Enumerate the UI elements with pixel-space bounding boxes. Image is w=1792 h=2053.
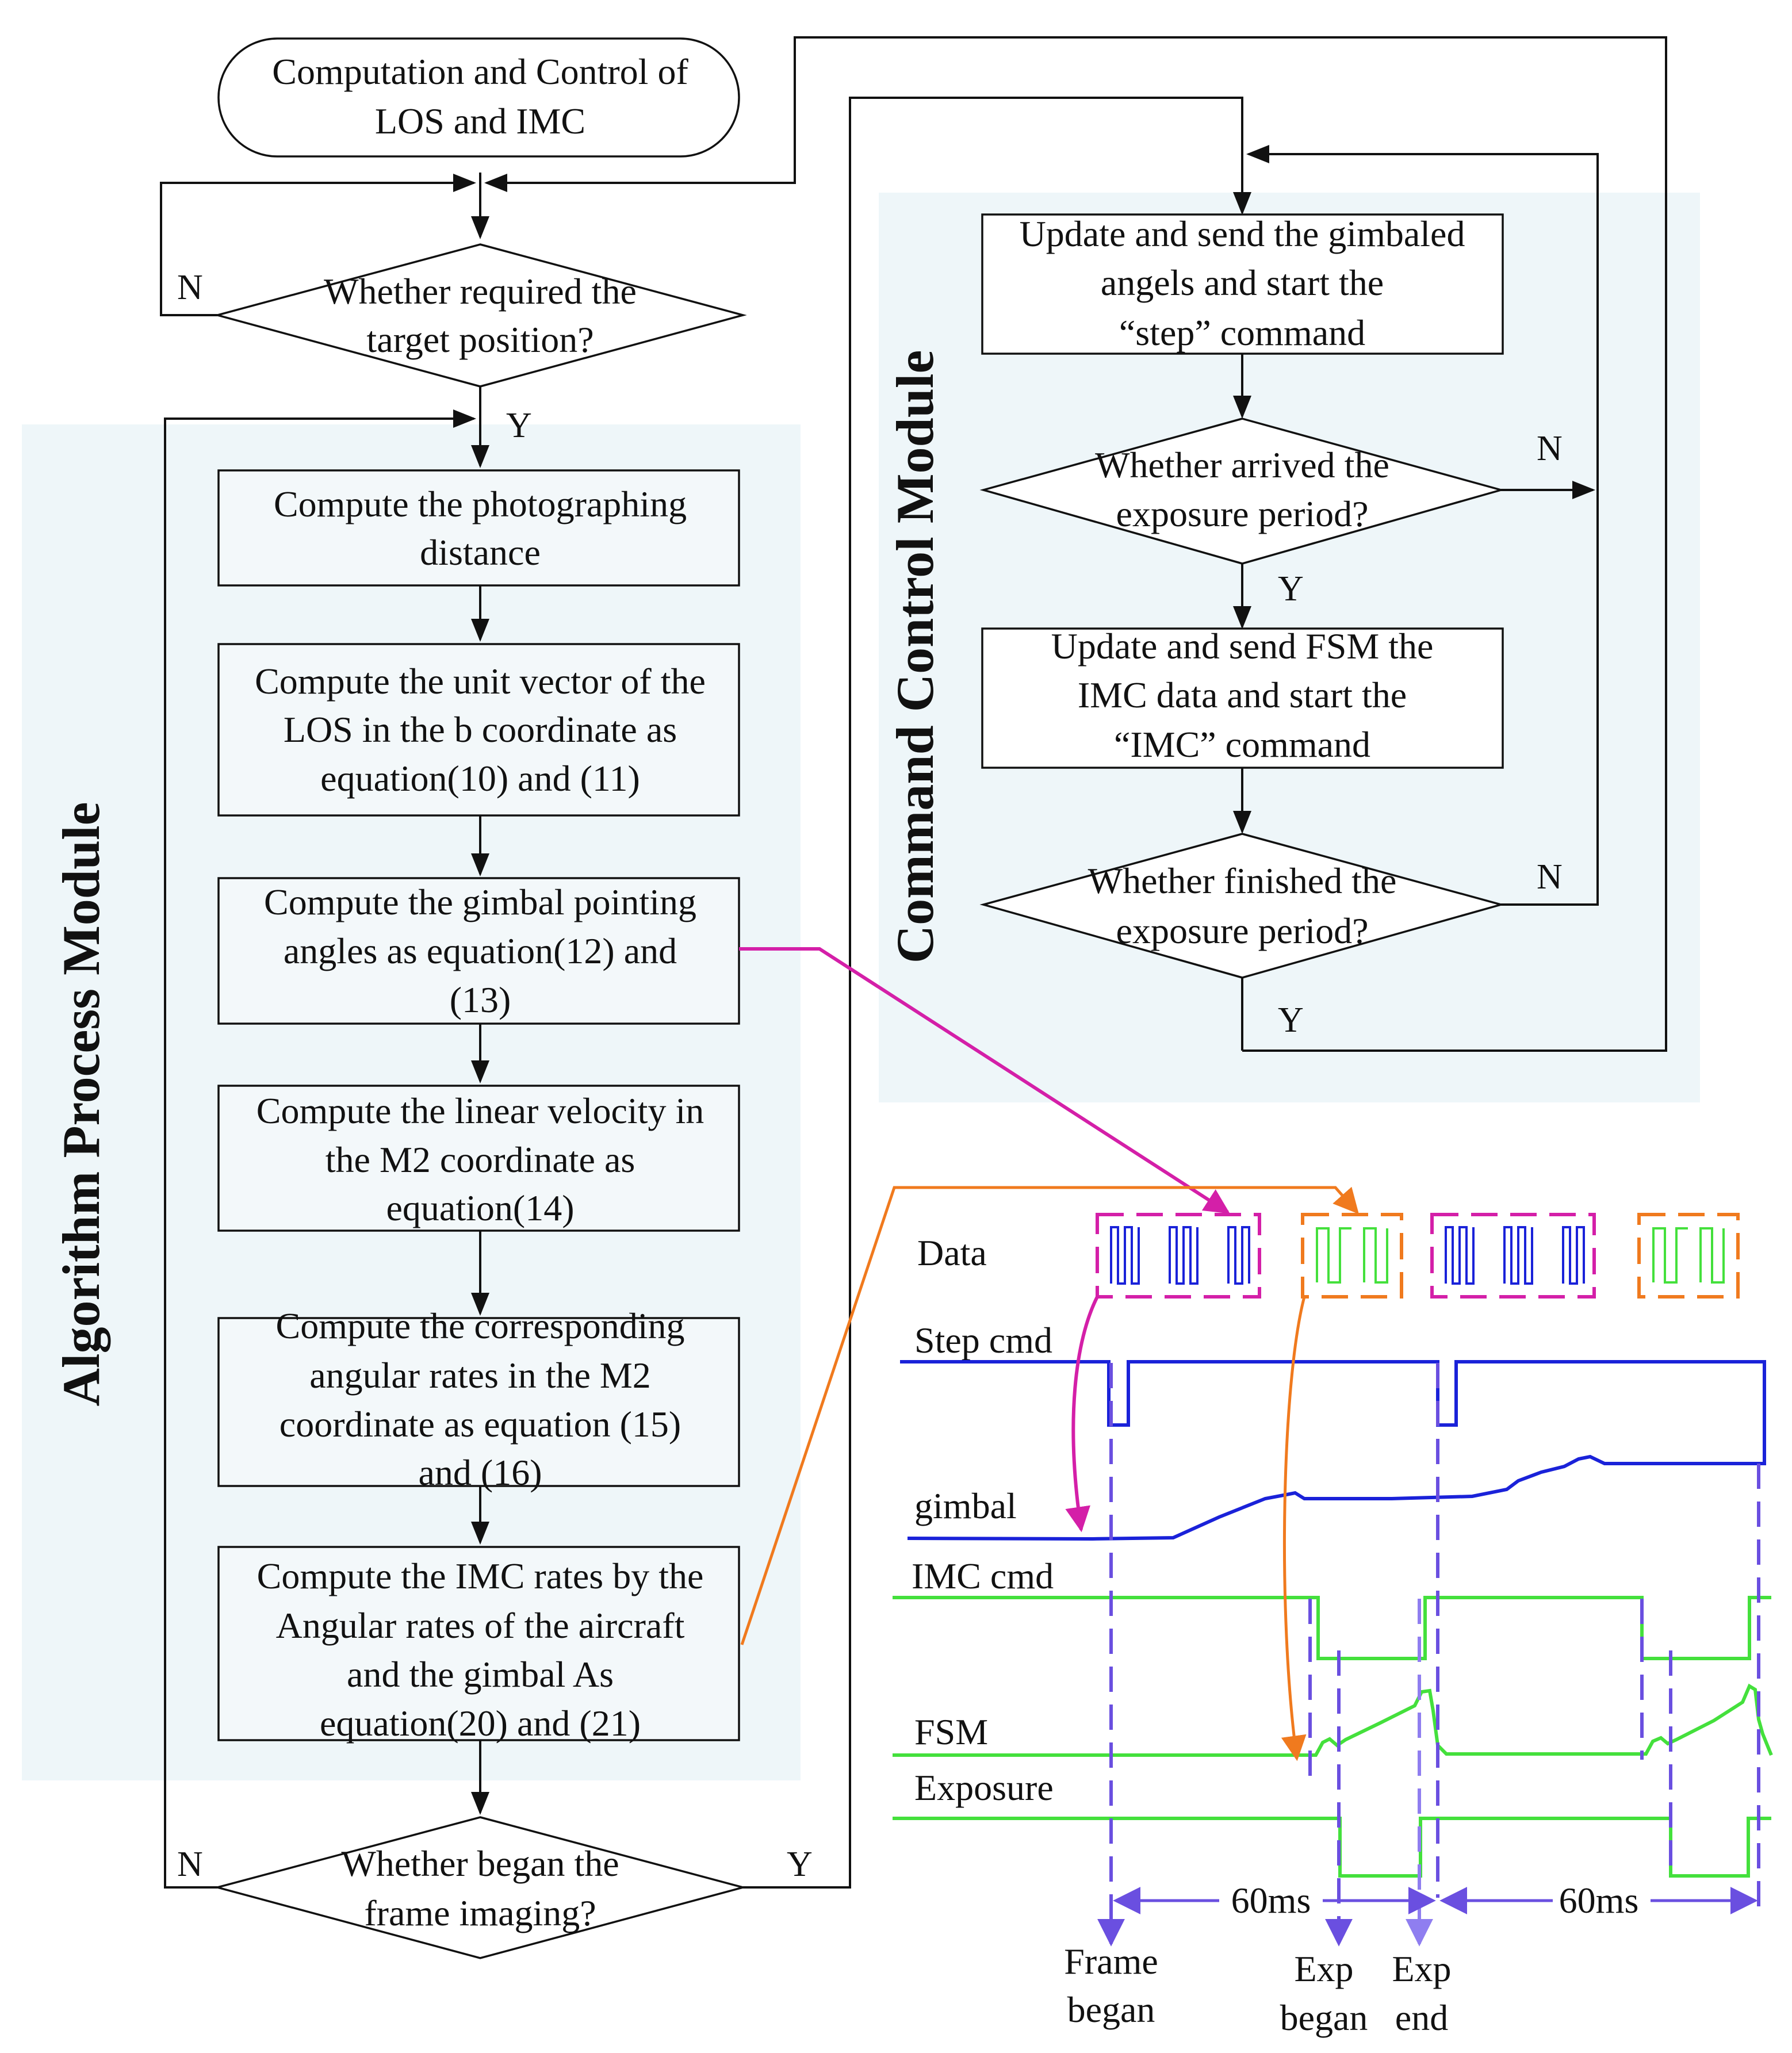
svg-text:frame imaging?: frame imaging? — [364, 1893, 596, 1933]
command-module-title: Command Control Module — [886, 350, 944, 964]
label-arrived-yes: Y — [1278, 569, 1304, 608]
decision-target-position: Whether required the target position? — [213, 243, 747, 388]
svg-text:Compute the photographing: Compute the photographing — [274, 484, 687, 524]
svg-text:Compute the IMC rates by the: Compute the IMC rates by the — [257, 1556, 704, 1596]
svg-text:IMC data and start the: IMC data and start the — [1078, 675, 1407, 715]
svg-text:Compute the linear velocity in: Compute the linear velocity in — [256, 1090, 704, 1131]
svg-text:Angular rates of the aircraft: Angular rates of the aircraft — [276, 1605, 685, 1646]
svg-text:Compute the corresponding: Compute the corresponding — [276, 1305, 685, 1346]
process-imc-rates: Compute the IMC rates by the Angular rat… — [217, 1546, 740, 1744]
timing-marker-lines — [1097, 1363, 1760, 1947]
svg-text:angles as equation(12) and: angles as equation(12) and — [284, 930, 677, 971]
svg-text:exposure period?: exposure period? — [1116, 493, 1369, 534]
svg-text:Compute the gimbal pointing: Compute the gimbal pointing — [264, 882, 696, 922]
label-arrived-no: N — [1537, 429, 1563, 468]
svg-text:target position?: target position? — [366, 319, 593, 360]
exposure-waveform — [893, 1817, 1771, 1878]
label-frame-no: N — [177, 1845, 203, 1884]
svg-text:Whether finished the: Whether finished the — [1088, 860, 1397, 901]
label-finished-yes: Y — [1278, 1001, 1304, 1040]
svg-text:gimbal: gimbal — [914, 1485, 1017, 1526]
svg-text:and (16): and (16) — [418, 1452, 542, 1493]
timing-marker-labels: Frame began Exp began Exp end — [1064, 1941, 1451, 2038]
command-update-fsm: Update and send FSM the IMC data and sta… — [981, 626, 1504, 769]
process-unit-vector: Compute the unit vector of the LOS in th… — [217, 643, 740, 817]
data-packets — [1096, 1213, 1740, 1299]
algorithm-module-title: Algorithm Process Module — [52, 802, 110, 1406]
svg-text:Computation and Control of: Computation and Control of — [272, 51, 688, 92]
svg-text:Compute the unit vector of the: Compute the unit vector of the — [255, 661, 706, 702]
svg-text:exposure period?: exposure period? — [1116, 910, 1369, 951]
svg-text:FSM: FSM — [914, 1711, 988, 1752]
svg-text:end: end — [1395, 1997, 1448, 2038]
label-target-no: N — [177, 268, 203, 307]
gimbal-waveform — [907, 1454, 1764, 1541]
svg-text:angels and start the: angels and start the — [1101, 262, 1384, 303]
svg-text:Exp: Exp — [1392, 1948, 1451, 1989]
svg-text:(13): (13) — [450, 979, 511, 1020]
svg-text:“IMC” command: “IMC” command — [1114, 724, 1370, 765]
timing-labels: Data Step cmd gimbal IMC cmd FSM Exposur… — [912, 1232, 1054, 1808]
magenta-pointer-arrows — [739, 947, 1230, 1533]
svg-text:“step” command: “step” command — [1119, 312, 1365, 353]
command-update-gimbal: Update and send the gimbaled angels and … — [981, 213, 1504, 355]
svg-text:angular rates in the M2: angular rates in the M2 — [309, 1355, 651, 1396]
svg-text:equation(20) and (21): equation(20) and (21) — [320, 1703, 641, 1744]
svg-text:began: began — [1067, 1989, 1155, 2030]
svg-text:equation(14): equation(14) — [386, 1188, 575, 1228]
period-label-1: 60ms — [1231, 1880, 1311, 1921]
right-column-connectors — [1233, 98, 1599, 1051]
svg-text:LOS in the b coordinate as: LOS in the b coordinate as — [284, 709, 677, 750]
imc-cmd-waveform — [893, 1596, 1771, 1660]
svg-text:coordinate as equation (15): coordinate as equation (15) — [279, 1404, 681, 1445]
label-target-yes: Y — [506, 406, 532, 445]
decision-arrived-exposure: Whether arrived the exposure period? — [979, 418, 1505, 565]
label-frame-yes: Y — [787, 1845, 813, 1884]
svg-text:Exp: Exp — [1294, 1948, 1353, 1989]
svg-text:Exposure: Exposure — [914, 1767, 1054, 1808]
svg-text:and the gimbal As: and the gimbal As — [347, 1654, 614, 1695]
svg-text:Data: Data — [917, 1232, 987, 1273]
decision-frame-imaging: Whether began the frame imaging? — [213, 1816, 747, 1959]
process-angular-rates: Compute the corresponding angular rates … — [217, 1305, 740, 1493]
decision-finished-exposure: Whether finished the exposure period? — [979, 833, 1505, 979]
svg-text:distance: distance — [420, 532, 541, 573]
svg-text:Frame: Frame — [1064, 1941, 1158, 1982]
svg-text:Step cmd: Step cmd — [914, 1320, 1052, 1361]
svg-text:Update and send FSM the: Update and send FSM the — [1051, 626, 1434, 667]
svg-text:Whether began the: Whether began the — [341, 1843, 619, 1884]
label-finished-no: N — [1537, 857, 1563, 897]
svg-text:LOS and IMC: LOS and IMC — [375, 101, 585, 141]
fsm-waveform — [893, 1683, 1773, 1757]
svg-text:began: began — [1280, 1997, 1368, 2038]
svg-text:Whether required the: Whether required the — [324, 271, 637, 312]
svg-text:the M2 coordinate as: the M2 coordinate as — [326, 1139, 635, 1180]
svg-text:equation(10) and (11): equation(10) and (11) — [320, 758, 640, 799]
orange-pointer-arrows — [740, 1186, 1359, 1761]
process-linear-velocity: Compute the linear velocity in the M2 co… — [217, 1085, 740, 1232]
period-label-2: 60ms — [1559, 1880, 1639, 1921]
svg-text:Update and send the gimbaled: Update and send the gimbaled — [1020, 213, 1465, 254]
svg-text:Whether arrived the: Whether arrived the — [1095, 445, 1389, 485]
process-photographing-distance: Compute the photographing distance — [217, 469, 740, 587]
start-node: Computation and Control of LOS and IMC — [217, 37, 740, 158]
process-gimbal-angles: Compute the gimbal pointing angles as eq… — [217, 877, 740, 1025]
svg-text:IMC cmd: IMC cmd — [912, 1556, 1054, 1596]
step-cmd-waveform — [900, 1360, 1766, 1465]
